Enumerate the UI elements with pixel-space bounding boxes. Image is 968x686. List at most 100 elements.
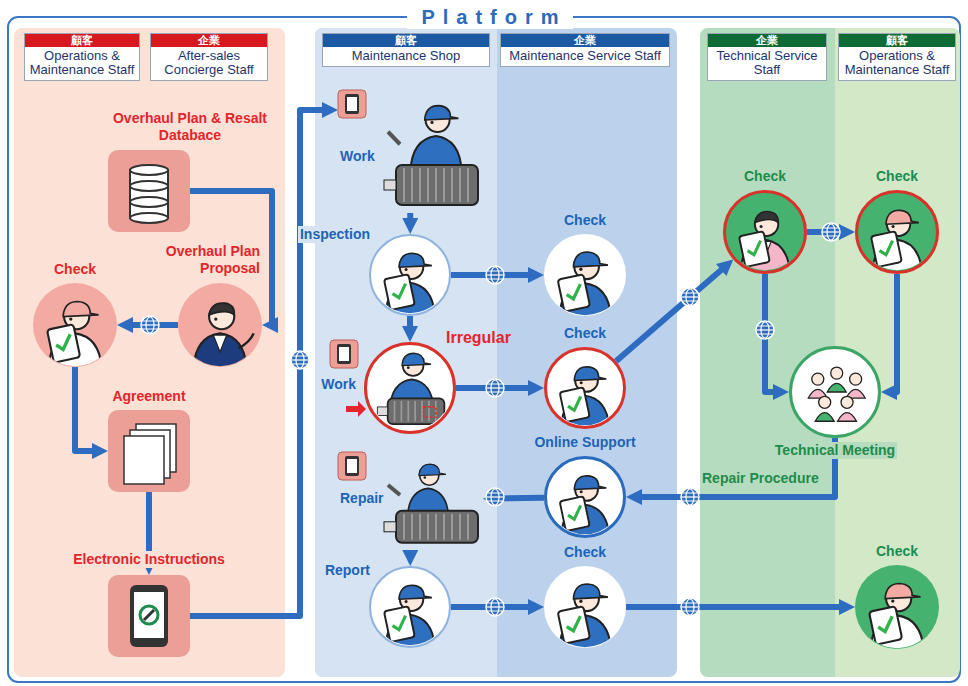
icon-part	[388, 132, 400, 145]
icon-part	[419, 168, 421, 202]
icon-part	[886, 210, 919, 224]
icon-part	[885, 583, 920, 598]
icon-part	[869, 606, 902, 644]
icon-part	[878, 241, 895, 256]
icon-part	[403, 168, 405, 202]
icon-part	[467, 168, 469, 202]
process-circle: Technical Meeting	[789, 346, 881, 438]
icon-part	[130, 181, 168, 191]
icon-part	[338, 452, 366, 480]
green-panel	[700, 28, 960, 677]
icon-part	[214, 317, 217, 320]
icon-part	[574, 252, 608, 267]
icon-part	[574, 476, 606, 490]
icon	[371, 236, 449, 314]
step-label: Overhaul Plan & Resalt Databace	[98, 110, 282, 144]
icon-part	[408, 464, 449, 516]
icon-part	[451, 168, 453, 202]
step-label: Inspection	[298, 226, 372, 243]
step-label: Agreement	[110, 388, 187, 405]
step-label: Overhaul Plan Proposal	[146, 243, 262, 277]
icon-part	[405, 600, 408, 603]
step-label: Check	[52, 261, 98, 278]
icon-part	[891, 599, 894, 602]
icon-part	[746, 241, 763, 256]
icon-part	[140, 606, 158, 624]
step-label: Check	[562, 544, 608, 561]
icon-part	[401, 401, 403, 422]
icon-part	[130, 585, 168, 647]
irregular-pointer	[346, 401, 366, 417]
edge-label: Repair Procedure	[700, 470, 821, 487]
step-label: Check	[562, 212, 608, 229]
icon-part	[558, 252, 612, 319]
status-label: Irregular	[444, 328, 513, 347]
icon-part	[565, 284, 583, 300]
process-circle: Inspection	[369, 234, 451, 316]
icon-part	[345, 94, 359, 114]
icon-part	[558, 584, 612, 651]
role-tag: 企業	[501, 34, 669, 47]
icon-part	[755, 212, 778, 223]
flow-arrow	[75, 367, 100, 451]
process-circle: Check	[544, 347, 626, 429]
icon-part	[841, 396, 853, 408]
icon-part	[877, 616, 895, 632]
icon-part	[567, 396, 584, 411]
icon-part	[558, 274, 590, 312]
flow-arrow	[889, 274, 897, 392]
globe-icon	[756, 321, 774, 339]
tablet-icon-body	[337, 344, 351, 364]
icon-part	[124, 436, 164, 484]
icon-part	[407, 401, 409, 422]
icon-part	[827, 383, 846, 392]
process-circle: Check	[544, 234, 626, 316]
icon-part	[579, 600, 582, 603]
column-header: 顧客Maintenance Shop	[322, 33, 490, 67]
icon-part	[394, 401, 396, 422]
icon-part	[819, 396, 831, 408]
role-title: Maintenance Service Staff	[501, 47, 669, 66]
icon-part	[338, 90, 366, 118]
icon-part	[451, 514, 453, 540]
icon	[547, 459, 623, 535]
icon	[33, 283, 117, 367]
icon-part	[209, 303, 234, 315]
icon-part	[560, 387, 590, 422]
icon-part	[345, 456, 359, 476]
icon-part	[558, 274, 590, 312]
icon-part	[560, 476, 610, 538]
icon	[726, 193, 804, 271]
icon-part	[47, 301, 102, 370]
globe-icon	[141, 316, 159, 334]
globe-icon	[486, 266, 504, 284]
icon-part	[47, 324, 80, 362]
globe-icon	[486, 379, 504, 397]
icon-part	[459, 514, 461, 540]
icon-part	[384, 274, 415, 310]
flow-arrow	[190, 110, 330, 616]
icon-part	[560, 387, 590, 422]
flow-arrow	[616, 265, 727, 361]
icon-part	[565, 616, 583, 632]
icon-part	[124, 424, 176, 484]
flow-arrow	[407, 550, 413, 558]
icon-part	[739, 231, 770, 267]
process-box: Overhaul Plan & Resalt Databace	[108, 150, 190, 232]
icon-part	[579, 268, 582, 271]
icon	[858, 193, 936, 271]
icon	[547, 350, 623, 426]
icon-part	[384, 274, 415, 310]
icon-part	[391, 284, 408, 299]
role-title: Technical Service Staff	[708, 47, 826, 80]
icon-part	[347, 459, 357, 473]
icon-part	[850, 373, 862, 385]
icon-part	[831, 367, 843, 379]
globe-icon	[681, 488, 699, 506]
icon	[108, 150, 190, 232]
icon-part	[419, 514, 421, 540]
icon-part	[405, 268, 408, 271]
icon-part	[402, 353, 431, 365]
icon-part	[869, 583, 924, 652]
process-circle: Check	[723, 190, 807, 274]
